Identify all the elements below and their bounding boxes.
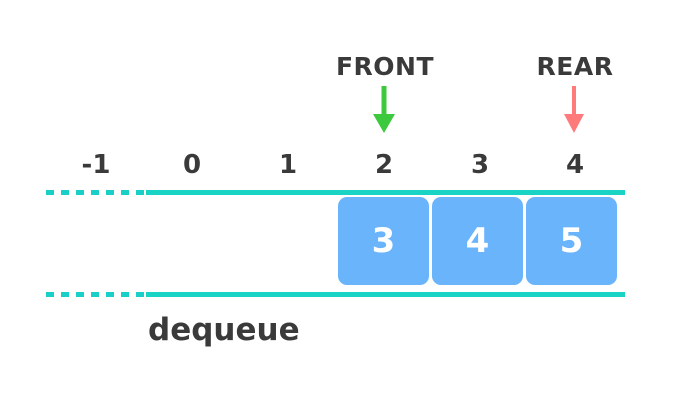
queue-cell[interactable]: 5 <box>526 197 617 285</box>
index-label-2: 2 <box>374 150 394 180</box>
queue-bottom-rail-solid-segment <box>146 292 625 297</box>
queue-bottom-rail-dashed-segment <box>46 292 146 297</box>
operation-label: dequeue <box>148 312 300 348</box>
queue-cell[interactable]: 4 <box>432 197 523 285</box>
queue-top-rail <box>46 190 625 195</box>
front-pointer-label: FRONT <box>335 52 435 81</box>
index-label-minus1: -1 <box>81 150 111 180</box>
index-label-1: 1 <box>278 150 298 180</box>
queue-top-rail-dashed-segment <box>46 190 146 195</box>
front-down-arrow-icon <box>371 86 397 138</box>
index-label-4: 4 <box>565 150 585 180</box>
rear-down-arrow-icon <box>561 86 587 138</box>
queue-cells: 3 4 5 <box>338 197 617 285</box>
queue-bottom-rail <box>46 292 625 297</box>
queue-top-rail-solid-segment <box>146 190 625 195</box>
index-label-3: 3 <box>470 150 490 180</box>
queue-cell[interactable]: 3 <box>338 197 429 285</box>
rear-pointer-label: REAR <box>536 52 614 81</box>
index-label-0: 0 <box>182 150 202 180</box>
